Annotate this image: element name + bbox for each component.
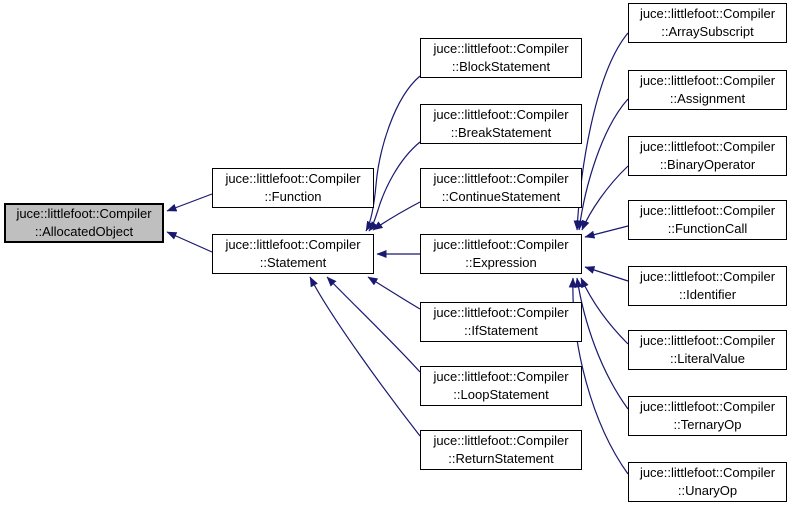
class-scope-label: juce::littlefoot::Compiler [639,73,776,88]
class-name-label: ::Expression [465,255,537,270]
node-ternary-op[interactable]: juce::littlefoot::Compiler ::TernaryOp [628,396,787,436]
node-allocated-object[interactable]: juce::littlefoot::Compiler ::AllocatedOb… [4,203,164,243]
class-scope-label: juce::littlefoot::Compiler [433,305,569,320]
class-scope-label: juce::littlefoot::Compiler [639,465,776,480]
class-scope-label: juce::littlefoot::Compiler [433,433,569,448]
class-scope-label: juce::littlefoot::Compiler [16,206,152,221]
node-block-statement[interactable]: juce::littlefoot::Compiler ::BlockStatem… [420,38,582,78]
node-identifier[interactable]: juce::littlefoot::Compiler ::Identifier [628,266,787,306]
class-name-label: ::BlockStatement [451,59,551,74]
class-scope-label: juce::littlefoot::Compiler [433,41,569,56]
class-name-label: ::IfStatement [464,323,538,338]
node-break-statement[interactable]: juce::littlefoot::Compiler ::BreakStatem… [420,104,582,144]
node-function-call[interactable]: juce::littlefoot::Compiler ::FunctionCal… [628,200,787,240]
class-name-label: ::AllocatedObject [34,224,134,239]
arrow-identifier-to-expression [584,266,629,282]
class-scope-label: juce::littlefoot::Compiler [639,269,776,284]
class-scope-label: juce::littlefoot::Compiler [433,237,569,252]
node-binary-operator[interactable]: juce::littlefoot::Compiler ::BinaryOpera… [628,136,787,176]
class-name-label: ::UnaryOp [677,483,738,498]
class-scope-label: juce::littlefoot::Compiler [225,237,361,252]
class-name-label: ::TernaryOp [673,417,742,432]
node-expression[interactable]: juce::littlefoot::Compiler ::Expression [420,234,582,274]
arrow-ternary-op-to-expression [574,277,629,410]
class-scope-label: juce::littlefoot::Compiler [225,171,361,186]
class-scope-label: juce::littlefoot::Compiler [639,399,776,414]
class-name-label: ::BinaryOperator [659,157,756,172]
class-name-label: ::BreakStatement [450,125,552,140]
class-name-label: ::ArraySubscript [661,24,754,39]
class-scope-label: juce::littlefoot::Compiler [639,6,776,21]
arrow-loop-statement-to-statement [326,276,421,373]
class-scope-label: juce::littlefoot::Compiler [639,139,776,154]
node-array-subscript[interactable]: juce::littlefoot::Compiler ::ArraySubscr… [628,3,787,43]
node-function[interactable]: juce::littlefoot::Compiler ::Function [212,168,374,208]
class-name-label: ::LiteralValue [670,351,745,366]
node-continue-statement[interactable]: juce::littlefoot::Compiler ::ContinueSta… [420,168,582,208]
class-scope-label: juce::littlefoot::Compiler [433,107,569,122]
arrow-binary-operator-to-expression [581,165,629,231]
class-name-label: ::ContinueStatement [441,189,561,204]
arrow-block-statement-to-statement [365,75,421,232]
node-return-statement[interactable]: juce::littlefoot::Compiler ::ReturnState… [420,430,582,470]
class-name-label: ::Assignment [669,91,746,106]
arrow-literal-value-to-expression [580,277,629,345]
arrow-continue-statement-to-statement [372,201,421,231]
class-name-label: ::LoopStatement [453,387,549,402]
arrow-function-call-to-expression [584,225,629,239]
node-statement[interactable]: juce::littlefoot::Compiler ::Statement [212,234,374,274]
arrow-assignment-to-expression [576,98,629,231]
class-name-label: ::Statement [259,255,327,270]
node-unary-op[interactable]: juce::littlefoot::Compiler ::UnaryOp [628,462,787,502]
arrow-statement-to-allocated-object [166,231,213,253]
arrow-if-statement-to-statement [367,276,421,310]
class-scope-label: juce::littlefoot::Compiler [639,203,776,218]
arrow-function-to-allocated-object [166,193,213,212]
class-name-label: ::FunctionCall [667,221,748,236]
class-scope-label: juce::littlefoot::Compiler [433,369,569,384]
class-name-label: ::Identifier [678,287,737,302]
class-name-label: ::ReturnStatement [448,451,554,466]
node-loop-statement[interactable]: juce::littlefoot::Compiler ::LoopStateme… [420,366,582,406]
arrow-break-statement-to-statement [368,141,421,232]
node-assignment[interactable]: juce::littlefoot::Compiler ::Assignment [628,70,787,110]
node-if-statement[interactable]: juce::littlefoot::Compiler ::IfStatement [420,302,582,342]
class-scope-label: juce::littlefoot::Compiler [639,333,776,348]
class-name-label: ::Function [264,189,322,204]
class-scope-label: juce::littlefoot::Compiler [433,171,569,186]
node-literal-value[interactable]: juce::littlefoot::Compiler ::LiteralValu… [628,330,787,370]
arrow-return-statement-to-statement [309,276,421,437]
